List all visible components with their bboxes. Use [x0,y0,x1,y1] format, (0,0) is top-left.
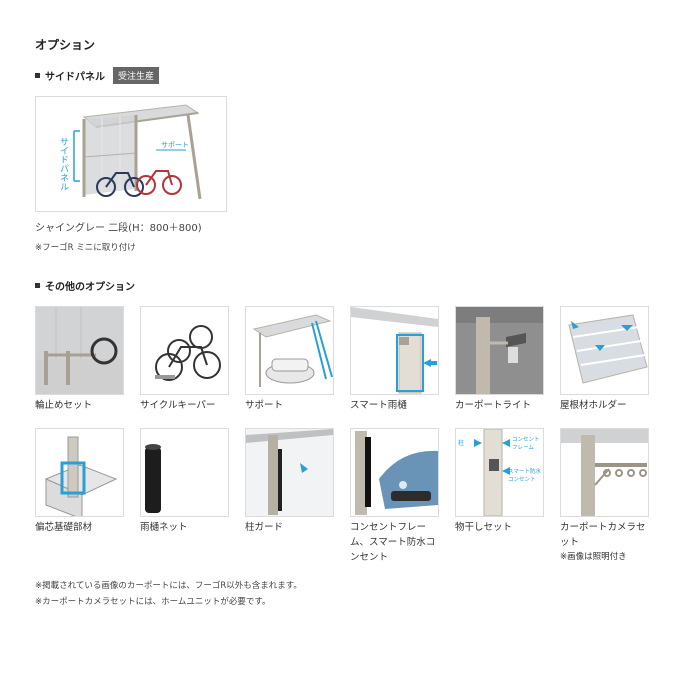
thumb-smart-gutter [350,306,439,395]
side-panel-heading-text: サイドパネル [45,72,105,83]
support-callout: サポート [161,141,189,149]
thumb-cycle-keeper [140,306,229,395]
outlet-frame-callout-2: フレーム [512,444,534,451]
option-label: カーポートライト [455,400,532,411]
side-panel-heading: サイドパネル 受注生産 [35,67,160,84]
option-label: サポート [245,400,284,411]
page-title: オプション [35,38,96,52]
thumb-outlet-frame: 柱 コンセント フレーム スマート防水 コンセント [455,428,544,517]
side-panel-photo: サイドパネル サポート [35,96,227,212]
bullet-square-icon [35,73,40,78]
other-options-heading: その他のオプション [35,278,135,293]
footnote-2: ※カーポートカメラセットには、ホームユニットが必要です。 [35,597,271,607]
bullet-square-icon [35,283,40,288]
footnote-1: ※掲載されている画像のカーポートには、フーゴR以外も含まれます。 [35,581,302,591]
outlet-pillar-callout: 柱 [458,439,464,447]
option-label: サイクルキーパー [140,400,216,411]
thumb-wheel-stop-set [35,306,124,395]
outlet-plug-callout-2: コンセント [508,476,536,483]
outlet-frame-callout-1: コンセント [512,436,540,443]
option-label: 柱ガード [245,522,284,533]
other-options-heading-text: その他のオプション [45,282,135,293]
thumb-laundry-set [560,428,649,517]
thumb-pillar-guard-car [350,428,439,517]
thumb-support [245,306,334,395]
side-panel-note: ※フーゴR ミニに取り付け [35,243,136,253]
thumb-roof-holder [560,306,649,395]
thumb-gutter-net [140,428,229,517]
option-label: 輪止めセット [35,400,93,411]
thumb-eccentric-foundation [35,428,124,517]
option-label: スマート雨樋 [350,400,407,411]
option-label: 屋根材ホルダー [560,400,627,411]
option-label-multiline: コンセントフレー ム、スマート防水コ ンセント [350,522,436,563]
made-to-order-badge: 受注生産 [113,67,160,84]
side-panel-callout: サイドパネル [58,137,69,191]
outlet-plug-callout-1: スマート防水 [508,467,541,475]
thumb-pillar-guard [245,428,334,517]
option-label: 偏芯基礎部材 [35,522,93,533]
side-panel-caption: シャイングレー 二段(H：800＋800) [35,223,202,234]
option-label: 雨樋ネット [140,522,188,533]
thumb-carport-light [455,306,544,395]
option-label: 物干しセット [455,522,513,533]
camera-sub-note: ※画像は照明付き [560,552,627,562]
option-label-multiline: カーポートカメラセ ット ※画像は照明付き [560,520,660,564]
